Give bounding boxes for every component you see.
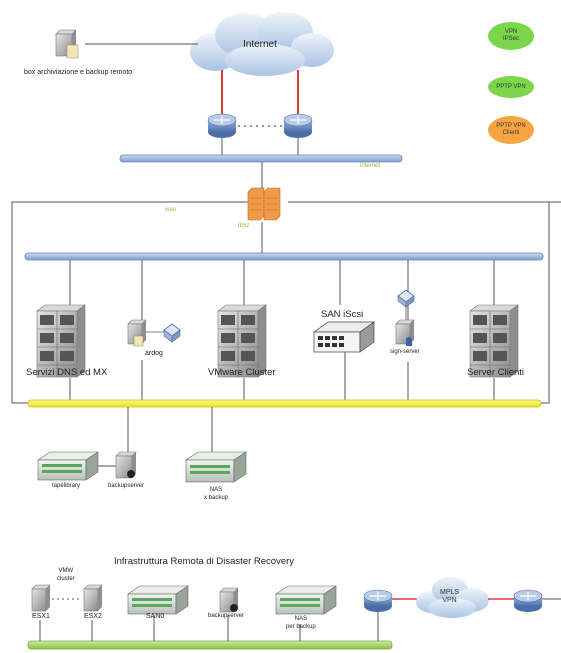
zone-wan-label: wan [165, 207, 177, 213]
remote-backup-server-icon [55, 29, 79, 59]
server-label-sign: sign-server [390, 349, 420, 355]
remote-backup-label: box archiviazione e backup remoto [24, 69, 133, 76]
dr-nas-icon [275, 585, 337, 615]
dr-bus [27, 640, 393, 650]
storage-bus [27, 399, 542, 408]
server-icon-esx2 [83, 584, 103, 612]
dr-esx1-label: ESX1 [32, 613, 50, 620]
san0-icon [127, 585, 189, 615]
internet-cloud-label: Internet [243, 39, 277, 50]
tape-library-icon [37, 451, 99, 481]
nas-icon [185, 451, 247, 483]
legend-pptp-vpn: PPTP VPN [488, 76, 534, 98]
router-icon-dr-left [363, 589, 393, 612]
router-icon-dr-right [513, 589, 543, 612]
dr-backup-server-icon [219, 587, 239, 613]
mpls-cloud-icon [416, 577, 489, 618]
backupserver-label: backupserver [108, 483, 145, 489]
dr-backupserver-label: backupserver [208, 613, 245, 619]
server-icon-sign [395, 319, 415, 346]
backup-server-icon [115, 451, 137, 479]
san-switch-icon [312, 321, 376, 353]
zone-internet-label: internet [360, 163, 381, 169]
storage-icon-ardog [163, 323, 181, 343]
server-label-clienti: Server Clienti [467, 367, 525, 378]
zone-dmz-label: dmz [238, 223, 250, 229]
wan-line-left [11, 201, 248, 404]
server-label-san-iscsi: SAN iScsi [321, 309, 364, 320]
dr-title: Infrastruttura Remota di Disaster Recove… [114, 556, 295, 567]
server-icon-ardog [127, 319, 147, 347]
dr-esx2-label: ESX2 [84, 613, 102, 620]
internet-bus [119, 154, 403, 163]
server-stack-icon-vmware [217, 304, 267, 378]
tapelibrary-label: tapelibrary [52, 483, 81, 489]
server-label-vmware: VMware Cluster [208, 367, 276, 378]
storage-icon-sign [397, 289, 415, 308]
internet-cloud-icon [190, 12, 334, 76]
server-icon-esx1 [31, 584, 51, 612]
server-label-dns-mx: Servizi DNS ed MX [26, 367, 108, 378]
server-label-ardog: ardog [145, 350, 163, 357]
dr-san0-label: SAN0 [146, 613, 165, 620]
router-icon-left [207, 113, 237, 138]
router-icon-right [283, 113, 313, 138]
server-stack-icon-dns [36, 304, 86, 378]
dmz-bus [24, 252, 544, 261]
server-stack-icon-clienti [469, 304, 519, 378]
firewall-icon [247, 187, 281, 221]
